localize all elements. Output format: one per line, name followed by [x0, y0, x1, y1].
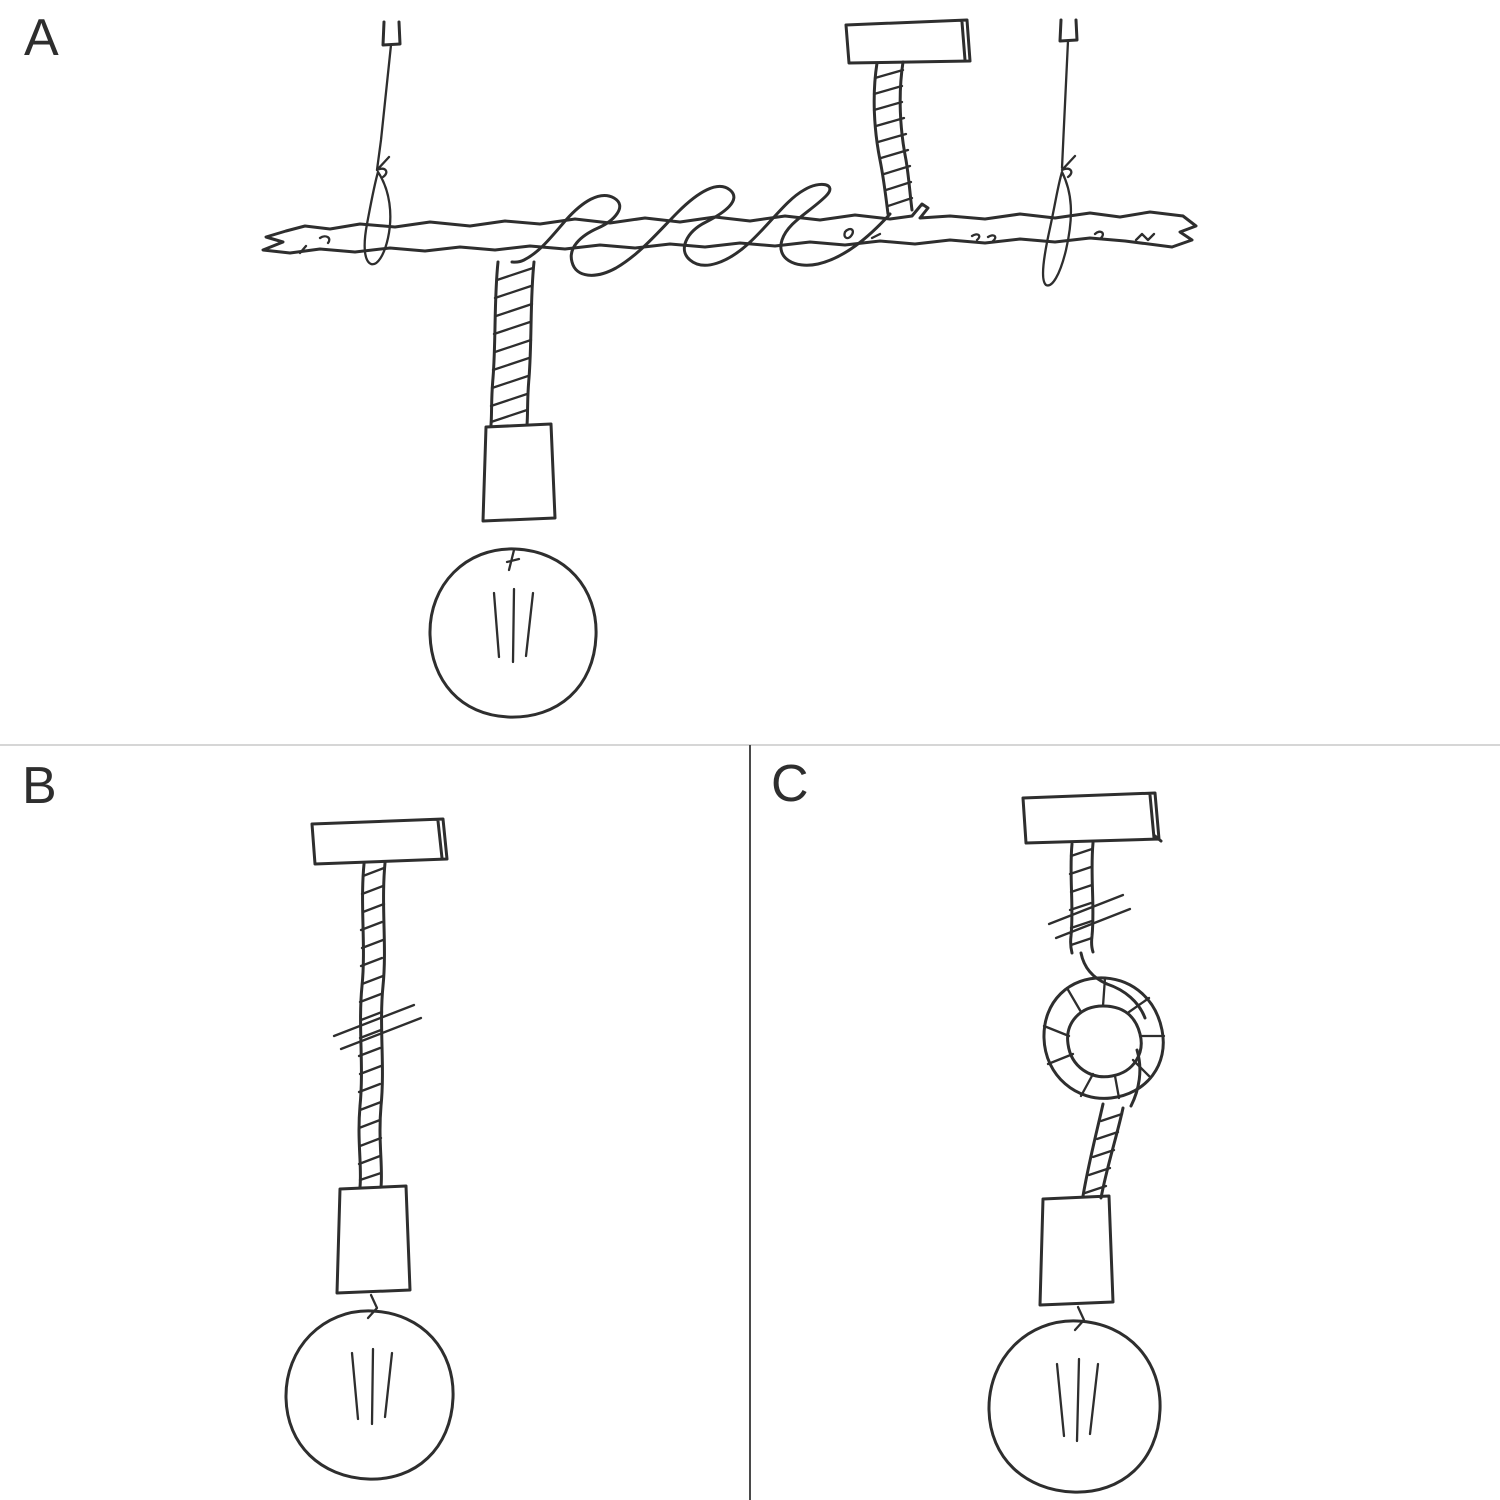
rope-edge [1081, 1102, 1125, 1200]
rope-twist-hatching [1083, 1112, 1124, 1195]
lamp-holder-b [335, 1184, 412, 1295]
panel-c-label: C [771, 755, 810, 813]
bulb-outline [987, 1319, 1162, 1494]
rope-drop-a [489, 260, 536, 427]
rope-knot [1042, 951, 1166, 1108]
panel-b-drawing [284, 817, 455, 1481]
light-bulb-c [987, 1305, 1162, 1494]
rope-upper-c [1047, 841, 1132, 955]
tree-branch [261, 202, 1198, 255]
panel-c-drawing [987, 791, 1166, 1494]
panel-a: A [0, 0, 1500, 744]
ceiling-rose-a [844, 18, 972, 65]
hanging-wire-left [363, 43, 393, 266]
panel-a-label: A [24, 9, 60, 67]
rope-from-rose [872, 60, 914, 216]
light-bulb-b [284, 1293, 455, 1481]
rope-twist-hatching [872, 68, 914, 208]
vertical-divider [749, 745, 751, 1500]
lamp-holder-c [1038, 1194, 1115, 1307]
panel-b: B [0, 746, 749, 1500]
lamp-holder-a [481, 422, 557, 523]
panel-c: C [751, 746, 1500, 1500]
knot-crossing-strand [1105, 982, 1147, 1108]
rope-length-break-mark [332, 1003, 423, 1051]
rope-twist-hatching [489, 266, 535, 424]
rope-coil [510, 182, 892, 277]
lamp-holder-icon [481, 422, 557, 523]
ceiling-bracket-icon [381, 20, 402, 47]
branch-outline [261, 202, 1198, 255]
rope-edge [1069, 841, 1095, 955]
bulb-tip [366, 1293, 379, 1320]
rope-wrapped-around-branch [510, 182, 892, 277]
knot-outer-loop [1042, 976, 1165, 1100]
ceiling-rose-icon [844, 18, 972, 65]
light-bulb-a [428, 547, 598, 719]
rope-edge [872, 60, 914, 216]
ceiling-bracket-icon [1058, 18, 1079, 43]
rope-twist-hatching [357, 866, 386, 1182]
bulb-filament [350, 1347, 394, 1426]
bulb-tip [1073, 1305, 1086, 1332]
panel-a-drawing [261, 18, 1198, 719]
ceiling-rose-icon [310, 817, 449, 866]
ceiling-rose-b [310, 817, 449, 866]
bulb-tip [505, 548, 521, 572]
rope-length-break-mark [1047, 893, 1132, 940]
lamp-holder-icon [1038, 1194, 1115, 1307]
rope-b [332, 861, 423, 1189]
rope-lower-c [1081, 1102, 1125, 1200]
rope-edge [489, 260, 536, 427]
ceiling-rose-c [1021, 791, 1163, 845]
panel-b-label: B [22, 757, 58, 815]
bulb-outline [284, 1309, 455, 1481]
rope-edge [357, 861, 387, 1189]
ceiling-hook-right [1041, 18, 1079, 287]
bulb-filament [1055, 1357, 1100, 1443]
ceiling-hook-left [363, 20, 402, 266]
ceiling-rose-icon [1021, 791, 1163, 845]
branch-texture-marks [298, 227, 1156, 255]
rope-twist-hatching [1068, 847, 1094, 947]
knot-inner-loop [1066, 1004, 1143, 1079]
bulb-filament [492, 587, 535, 664]
lamp-holder-icon [335, 1184, 412, 1295]
bulb-outline [428, 547, 598, 719]
hanging-wire-right [1041, 39, 1077, 287]
